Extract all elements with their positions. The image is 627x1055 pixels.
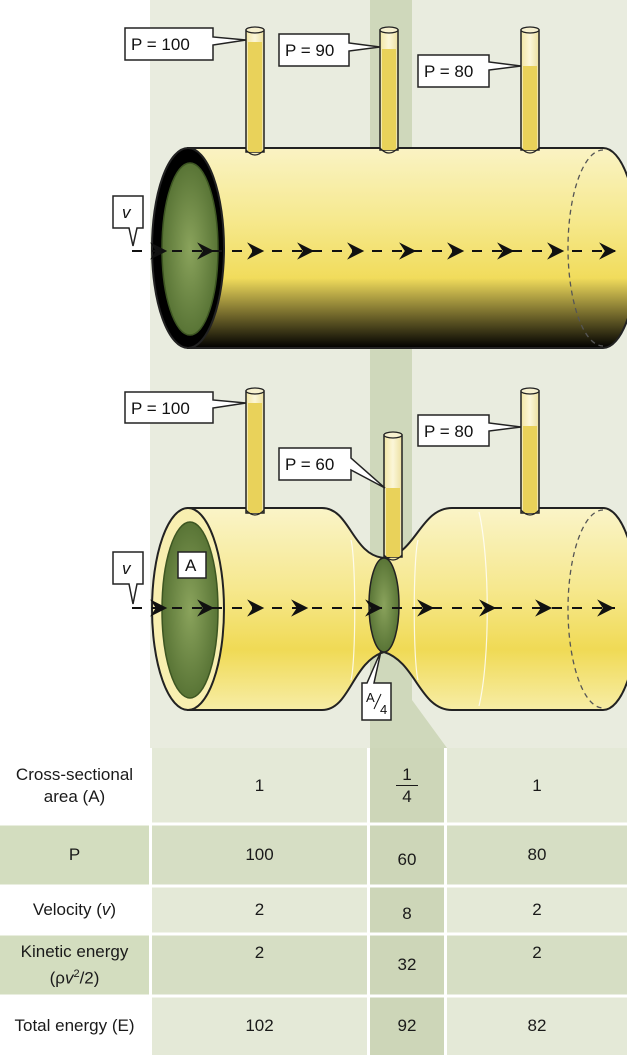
top-callout-p90: P = 90 <box>278 33 381 67</box>
top-standpipe-2 <box>379 26 399 154</box>
bottom-velocity-callout: v <box>112 551 144 605</box>
area-callout-text: A <box>185 556 197 575</box>
bottom-callout-p100: P = 100 <box>124 391 247 424</box>
bottom-standpipe-1 <box>245 387 265 516</box>
row-label-area: Cross-sectional area (A) <box>15 765 134 806</box>
kinetic-tail: /2) <box>79 968 100 988</box>
row-label-total: Total energy (E) <box>14 1015 135 1035</box>
bottom-standpipe-3 <box>520 387 540 516</box>
pressure-value-2: 60 <box>397 850 417 869</box>
area-callout: A <box>177 551 207 579</box>
total-value-2: 92 <box>397 1015 417 1035</box>
row-label-kinetic: Kinetic energy (ρv2/2) <box>0 934 149 996</box>
bottom-callout-p80-text: P = 80 <box>424 422 473 441</box>
velocity-value-3: 2 <box>532 900 542 919</box>
top-flow-arrows <box>132 242 617 260</box>
energy-table: Cross-sectional area (A) 1 1 4 1 P 100 6… <box>0 748 627 1055</box>
area-value-3: 1 <box>532 776 542 795</box>
bottom-standpipe-2 <box>383 431 403 561</box>
bottom-velocity-text: v <box>122 559 132 578</box>
bottom-tube <box>151 507 627 711</box>
total-value-3: 82 <box>527 1015 547 1035</box>
top-callout-p100-text: P = 100 <box>131 35 190 54</box>
pressure-value-1: 100 <box>245 845 274 864</box>
kinetic-var: v <box>64 968 74 988</box>
area-fraction-den: 4 <box>402 786 412 806</box>
row-label-kinetic-line2: (ρv2/2) <box>49 967 100 988</box>
table-row-total: Total energy (E) 102 92 82 <box>0 996 627 1055</box>
velocity-value-2: 8 <box>402 904 412 923</box>
total-value-1: 102 <box>245 1015 274 1035</box>
narrow-area-callout-sub: 4 <box>380 702 387 717</box>
top-callout-p80-text: P = 80 <box>424 62 473 81</box>
kinetic-value-1: 2 <box>254 943 265 962</box>
bottom-callout-p60-text: P = 60 <box>285 455 334 474</box>
top-velocity-callout: v <box>112 195 144 247</box>
row-label-velocity: Velocity (v) <box>0 886 149 934</box>
table-row-kinetic: Kinetic energy (ρv2/2) 2 32 2 <box>0 934 627 996</box>
table-row-area: Cross-sectional area (A) 1 1 4 1 <box>0 748 627 824</box>
bottom-flow-arrows <box>132 599 615 617</box>
top-velocity-text: v <box>122 203 132 222</box>
narrow-area-callout-main: A <box>366 690 375 705</box>
table-row-velocity: Velocity (v) 2 8 2 <box>0 886 627 934</box>
row-label-pressure: P <box>68 845 81 864</box>
row-label-velocity-var: v <box>101 900 111 919</box>
table-row-pressure: P 100 60 80 <box>0 824 627 886</box>
row-label-velocity-text: Velocity ( <box>32 900 102 919</box>
area-value-1: 1 <box>254 776 265 795</box>
narrow-area-callout: A 4 <box>361 650 392 721</box>
row-label-kinetic-line1: Kinetic energy <box>20 941 129 961</box>
kinetic-value-3: 2 <box>532 943 542 962</box>
top-callout-p90-text: P = 90 <box>285 41 334 60</box>
table-background <box>0 748 627 1055</box>
top-standpipe-1 <box>245 26 265 156</box>
bottom-callout-p100-text: P = 100 <box>131 399 190 418</box>
pressure-value-3: 80 <box>527 845 547 864</box>
top-callout-p80: P = 80 <box>417 54 522 88</box>
velocity-value-1: 2 <box>254 900 265 919</box>
area-value-2: 1 4 <box>370 748 444 824</box>
top-standpipe-3 <box>520 26 540 154</box>
bottom-callout-p60: P = 60 <box>278 447 386 489</box>
area-fraction: 1 4 <box>396 765 418 808</box>
kinetic-value-2: 32 <box>397 955 417 974</box>
top-callout-p100: P = 100 <box>124 27 247 61</box>
bottom-callout-p80: P = 80 <box>417 414 522 447</box>
area-fraction-num: 1 <box>396 765 418 786</box>
rho-symbol: ρ <box>55 968 65 988</box>
kinetic-sup: 2 <box>73 967 80 980</box>
bernoulli-diagram: P = 100 P = 90 P = 80 v <box>112 0 627 748</box>
row-label-velocity-tail: ) <box>110 900 117 919</box>
